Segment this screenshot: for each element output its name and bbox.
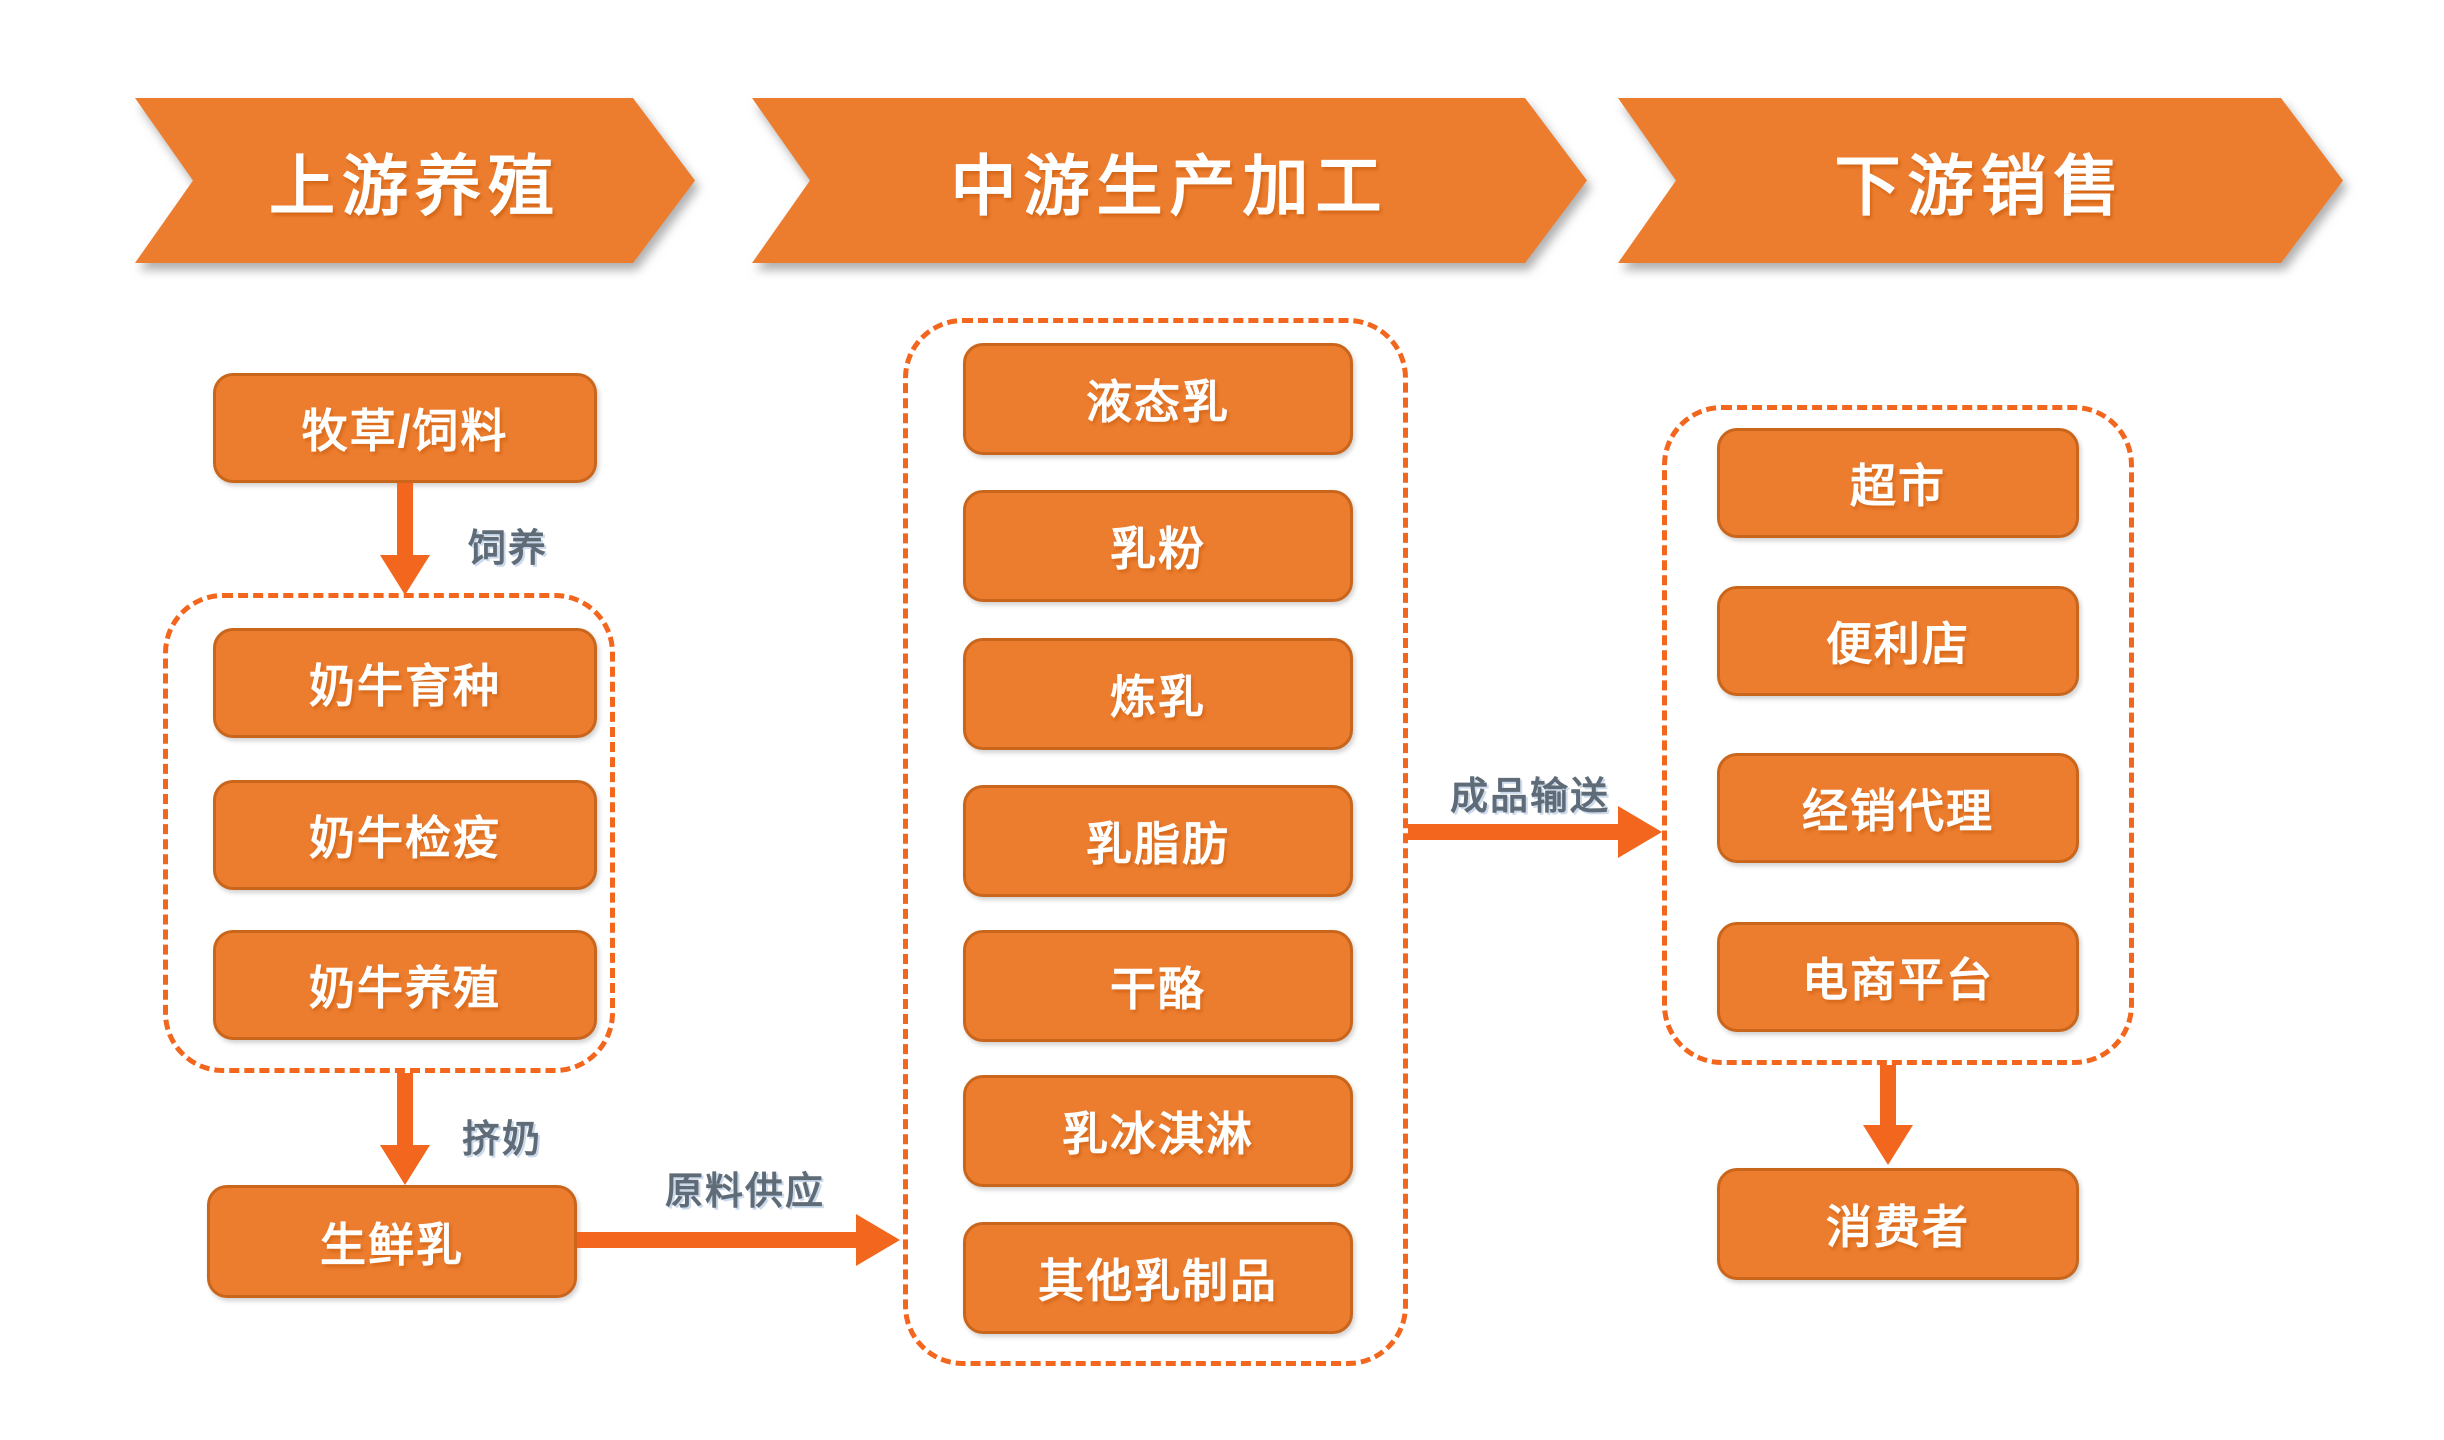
midstream-products-group	[903, 318, 1408, 1366]
right-arrow-raw-supply-head-icon	[856, 1214, 900, 1266]
finished-delivery-flow-label: 成品输送	[1449, 776, 1610, 818]
node-consumer: 消费者	[1717, 1168, 2079, 1280]
banner-upstream: 上游养殖	[135, 98, 695, 263]
node-ecommerce-platform: 电商平台	[1717, 922, 2079, 1032]
right-arrow-raw-supply	[577, 1232, 858, 1248]
node-supermarket: 超市	[1717, 428, 2079, 538]
node-cow-breeding: 奶牛育种	[213, 628, 597, 738]
right-arrow-finished-delivery-head-icon	[1618, 806, 1662, 858]
node-milk-ice-cream: 乳冰淇淋	[963, 1075, 1353, 1187]
down-arrow-milking	[397, 1073, 413, 1147]
banner-downstream-label: 下游销售	[1618, 98, 2343, 263]
banner-midstream-label: 中游生产加工	[752, 98, 1587, 263]
node-milk-fat: 乳脂肪	[963, 785, 1353, 897]
banner-upstream-label: 上游养殖	[135, 98, 695, 263]
milking-flow-label: 挤奶	[462, 1119, 543, 1161]
node-raw-milk: 生鲜乳	[207, 1185, 577, 1298]
downstream-channels-group	[1662, 405, 2134, 1065]
down-arrow-milking-head-icon	[380, 1145, 430, 1185]
down-arrow-feeding-head-icon	[380, 555, 430, 595]
banner-midstream: 中游生产加工	[752, 98, 1587, 263]
right-arrow-finished-delivery	[1408, 824, 1620, 840]
node-condensed-milk: 炼乳	[963, 638, 1353, 750]
feeding-flow-label: 饲养	[468, 528, 549, 570]
node-cow-farming: 奶牛养殖	[213, 930, 597, 1040]
node-milk-powder: 乳粉	[963, 490, 1353, 602]
node-convenience-store: 便利店	[1717, 586, 2079, 696]
banner-downstream: 下游销售	[1618, 98, 2343, 263]
node-feed: 牧草/饲料	[213, 373, 597, 483]
upstream-breeding-group	[163, 593, 615, 1073]
node-cheese: 干酪	[963, 930, 1353, 1042]
down-arrow-consumer-head-icon	[1863, 1125, 1913, 1165]
node-cow-quarantine: 奶牛检疫	[213, 780, 597, 890]
raw-supply-flow-label: 原料供应	[664, 1171, 825, 1213]
node-other-dairy: 其他乳制品	[963, 1222, 1353, 1334]
node-distribution-agency: 经销代理	[1717, 753, 2079, 863]
down-arrow-consumer	[1880, 1065, 1896, 1127]
node-liquid-milk: 液态乳	[963, 343, 1353, 455]
down-arrow-feeding	[397, 483, 413, 557]
